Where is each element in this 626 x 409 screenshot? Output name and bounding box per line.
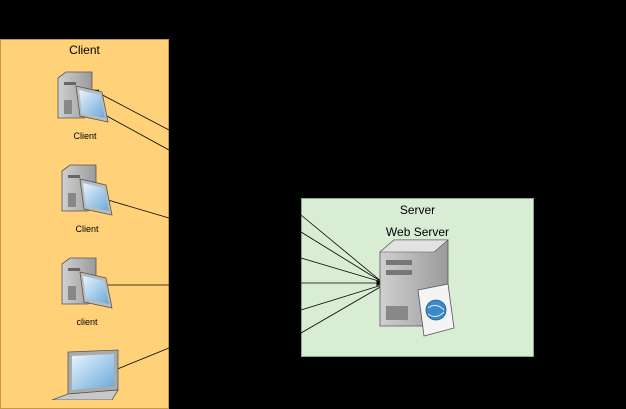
connector-client-2: [107, 199, 170, 219]
client-label: Client: [75, 224, 99, 234]
diagram-canvas: Client Server Web Server: [0, 39, 534, 409]
connector-client-4: [114, 347, 170, 371]
desktop-computer-icon: [61, 164, 113, 216]
server-group-title: Server: [399, 203, 436, 217]
connector-client-1b: [104, 114, 170, 151]
desktop-computer-icon: [61, 257, 113, 309]
server-group: Server Web Server: [301, 198, 534, 357]
connector-server-3: [300, 257, 383, 283]
client-label: client: [76, 317, 98, 327]
connector-server-6: [300, 285, 383, 334]
web-server-label: Web Server: [385, 225, 450, 239]
client-group-title: Client: [69, 43, 100, 57]
connector-client-1a: [92, 89, 170, 131]
server-connectors: [300, 214, 383, 334]
desktop-computer-icon: [57, 71, 109, 123]
connector-server-1: [300, 214, 383, 283]
laptop-icon: [51, 349, 119, 400]
connector-layer: [51, 71, 455, 400]
connector-server-5: [300, 284, 383, 311]
web-server-icon: [379, 239, 455, 337]
client-connectors: [92, 89, 170, 371]
connector-server-2: [300, 231, 383, 283]
client-label: Client: [73, 131, 97, 141]
